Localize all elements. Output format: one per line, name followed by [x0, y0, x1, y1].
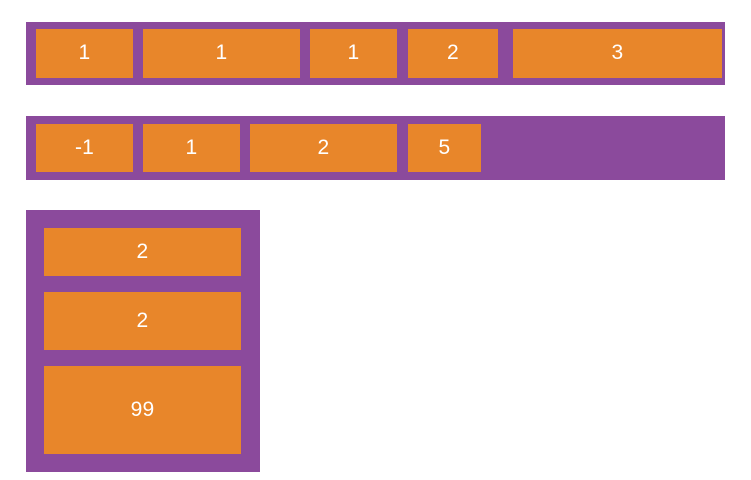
cell-value: 1	[78, 41, 91, 64]
cell-value: 3	[611, 41, 624, 64]
cell-value: 2	[317, 135, 330, 159]
cell-row-2-0[interactable]: -1	[36, 124, 133, 172]
cell-value: 99	[130, 397, 155, 421]
cell-row-1-3[interactable]: 2	[408, 29, 498, 78]
cell-column-1-1[interactable]: 2	[44, 292, 241, 350]
cell-column-1-0[interactable]: 2	[44, 228, 241, 276]
cell-value: 2	[447, 41, 459, 64]
cell-row-1-2[interactable]: 1	[310, 29, 397, 78]
cell-row-2-1[interactable]: 1	[143, 124, 240, 172]
cell-row-1-4[interactable]: 3	[513, 29, 722, 78]
cell-row-1-0[interactable]: 1	[36, 29, 133, 78]
cell-row-1-1[interactable]: 1	[143, 29, 300, 78]
cell-value: 1	[185, 135, 198, 159]
cell-column-1-2[interactable]: 99	[44, 366, 241, 454]
cell-value: 1	[347, 41, 360, 64]
cell-row-2-3[interactable]: 5	[408, 124, 481, 172]
cell-value: -1	[74, 135, 95, 159]
cell-value: 2	[136, 308, 149, 332]
cell-value: 1	[215, 41, 228, 64]
cell-row-2-2[interactable]: 2	[250, 124, 397, 172]
cell-value: 5	[438, 135, 451, 159]
cell-value: 2	[136, 239, 149, 263]
